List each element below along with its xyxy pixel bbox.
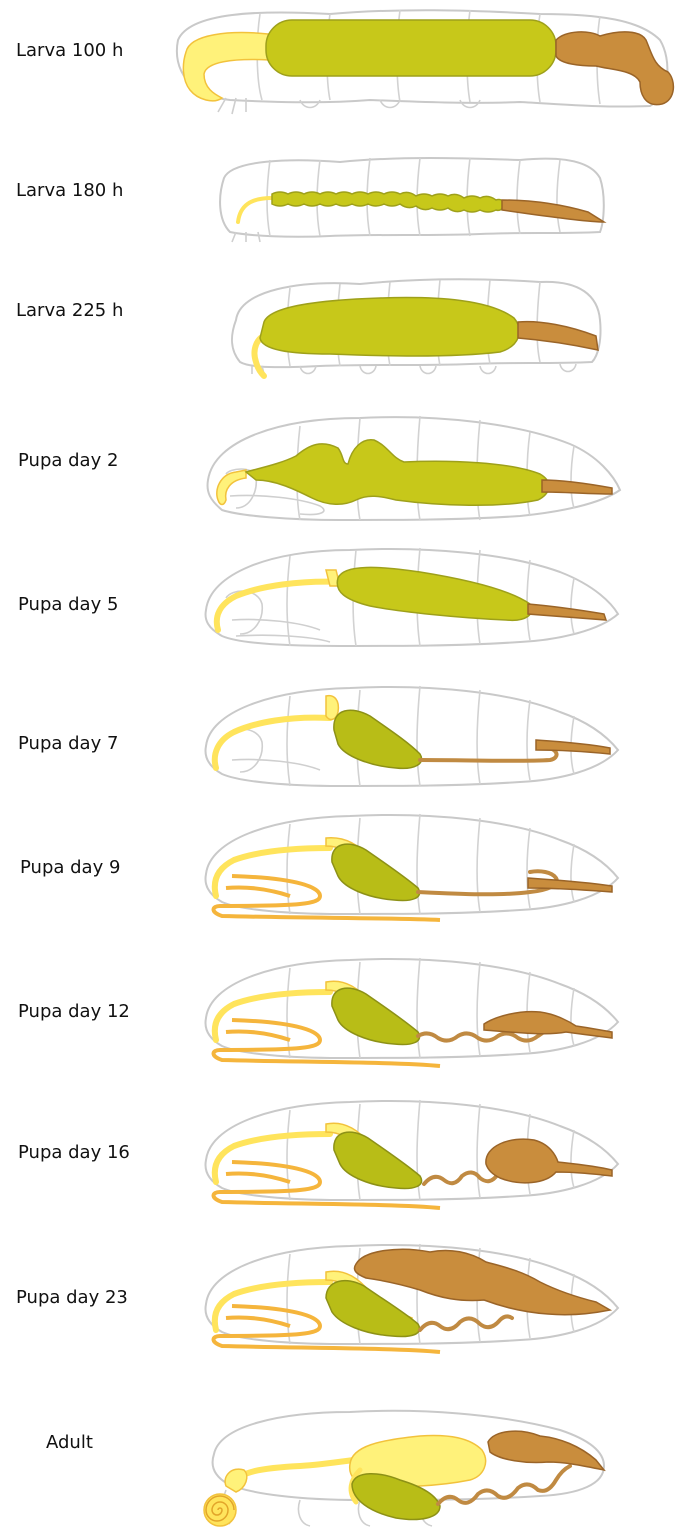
larva-180h-figure — [220, 158, 604, 242]
pupa-day-7-figure — [206, 686, 618, 786]
larva-225h-figure — [232, 279, 601, 376]
adult-figure — [204, 1411, 604, 1526]
pupa-day-5-figure — [206, 548, 618, 646]
pupa-day-16-figure — [206, 1100, 618, 1208]
pupa-day-12-figure — [206, 958, 618, 1066]
pupa-day-23-figure — [206, 1244, 618, 1352]
larva-100h-figure — [177, 10, 674, 114]
pupa-day-2-figure — [208, 416, 620, 520]
pupa-day-9-figure — [206, 814, 618, 920]
